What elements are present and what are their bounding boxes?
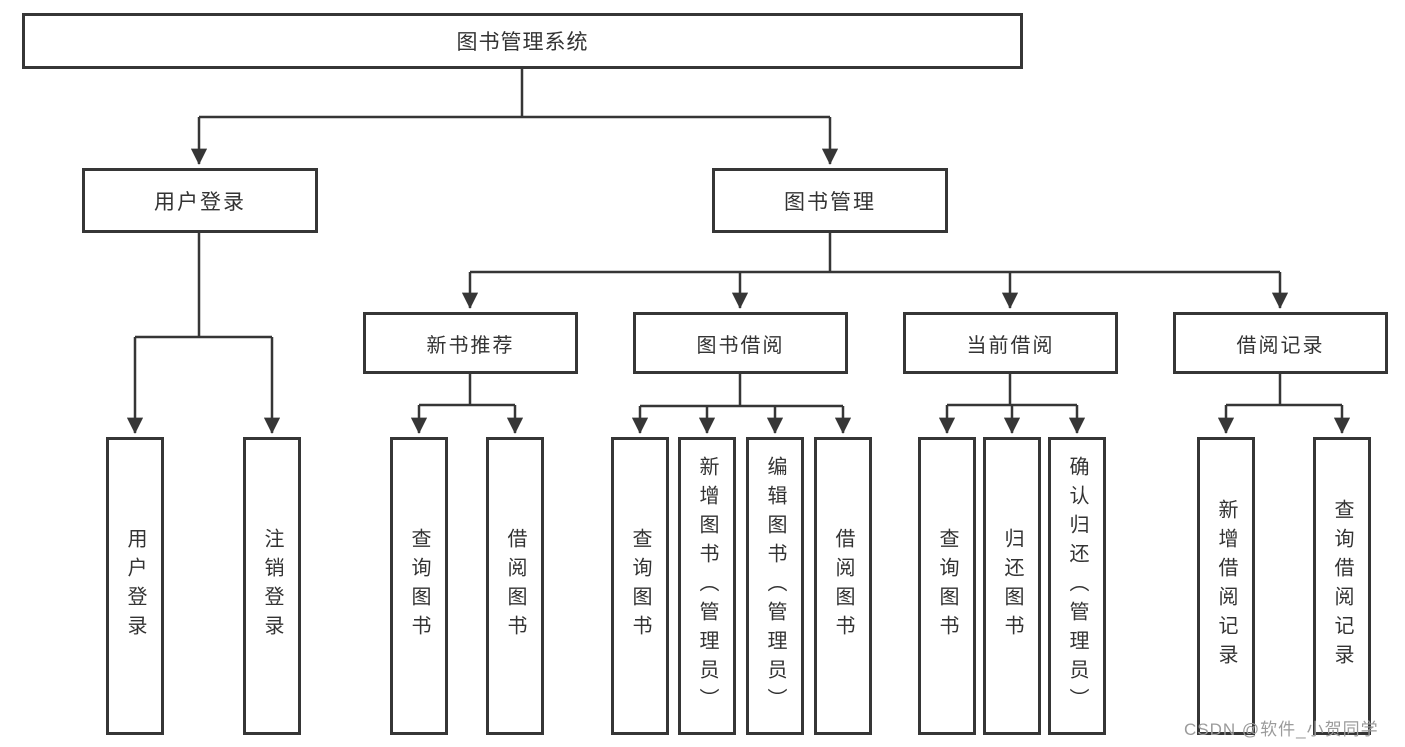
leaf-query-borrow-record: 查询借阅记录 xyxy=(1313,437,1371,735)
leaf-add-book-admin: 新增图书（管理员） xyxy=(678,437,736,735)
leaf-borrow-books-borrowing: 借阅图书 xyxy=(814,437,872,735)
leaf-add-borrow-record: 新增借阅记录 xyxy=(1197,437,1255,735)
leaf-query-books-recommend: 查询图书 xyxy=(390,437,448,735)
leaf-return-books: 归还图书 xyxy=(983,437,1041,735)
node-book-borrowing: 图书借阅 xyxy=(633,312,848,374)
node-root: 图书管理系统 xyxy=(22,13,1023,69)
leaf-logout-login: 注销登录 xyxy=(243,437,301,735)
leaf-edit-book-admin: 编辑图书（管理员） xyxy=(746,437,804,735)
node-current-borrowing: 当前借阅 xyxy=(903,312,1118,374)
connector-skeleton xyxy=(135,69,1342,408)
leaf-user-login: 用户登录 xyxy=(106,437,164,735)
leaf-query-books-borrowing: 查询图书 xyxy=(611,437,669,735)
node-borrowing-records: 借阅记录 xyxy=(1173,312,1388,374)
node-user-login: 用户登录 xyxy=(82,168,318,233)
leaf-borrow-books-recommend: 借阅图书 xyxy=(486,437,544,735)
node-book-management: 图书管理 xyxy=(712,168,948,233)
csdn-watermark: CSDN @软件_小贺同学 xyxy=(1184,720,1379,739)
leaf-query-books-current: 查询图书 xyxy=(918,437,976,735)
leaf-confirm-return-admin: 确认归还（管理员） xyxy=(1048,437,1106,735)
node-new-book-recommend: 新书推荐 xyxy=(363,312,578,374)
